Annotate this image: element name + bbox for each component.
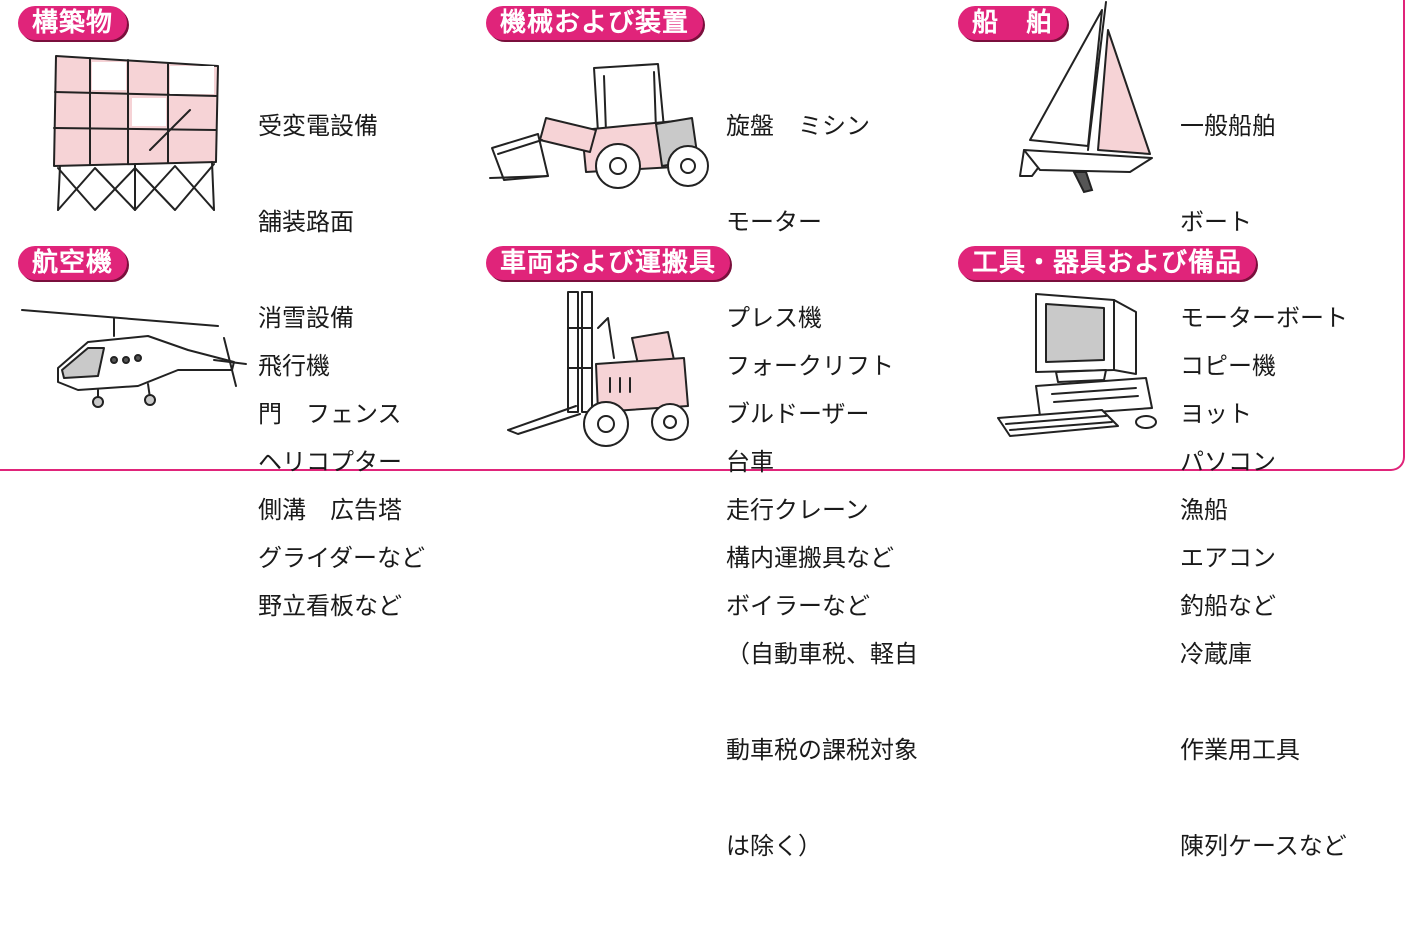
item-list: コピー機 パソコン エアコン 冷蔵庫 作業用工具 陳列ケースなど: [1180, 286, 1347, 926]
category-vehicles: 車両および運搬具 フォークリフト 台車 構内運搬具など （自動車税、軽自 動車税…: [470, 240, 940, 860]
category-title: 工具・器具および備品: [958, 246, 1257, 280]
category-structures: 構築物 受変電設備 舗装路面 消雪設備 門 フェンス 側溝 広告塔 野立看板など: [0, 0, 470, 620]
item-list: フォークリフト 台車 構内運搬具など （自動車税、軽自 動車税の課税対象 は除く…: [726, 286, 918, 926]
list-item: 台車: [726, 448, 774, 476]
list-item: パソコン: [1180, 448, 1276, 476]
list-item: 作業用工具: [1180, 736, 1300, 764]
list-item: 消雪設備: [258, 304, 354, 332]
list-item: 旋盤 ミシン: [726, 112, 870, 140]
list-item: 構内運搬具など: [726, 544, 894, 572]
list-item: プレス機: [726, 304, 822, 332]
list-item: は除く）: [726, 832, 822, 860]
list-item: 飛行機: [258, 352, 330, 380]
item-list: 飛行機 ヘリコプター グライダーなど: [258, 286, 425, 638]
helicopter-illustration: [21, 309, 247, 408]
list-item: ブルドーザー: [726, 400, 870, 428]
list-item: フォークリフト: [726, 352, 894, 380]
list-item: ヨット: [1180, 400, 1252, 428]
page-frame: [0, 0, 1405, 471]
category-ships: 船 舶 一般船舶 ボート モーターボート ヨット 漁船 釣船など: [940, 0, 1405, 620]
forklift-illustration: [507, 291, 689, 447]
wheel-loader-illustration: [489, 63, 709, 189]
billboard-illustration: [53, 55, 219, 211]
category-title: 構築物: [18, 6, 128, 40]
category-title: 航空機: [18, 246, 128, 280]
list-item: 舗装路面: [258, 208, 354, 236]
list-item: ボート: [1180, 208, 1252, 236]
list-item: グライダーなど: [258, 544, 426, 572]
list-item: 動車税の課税対象: [726, 736, 918, 764]
list-item: （自動車税、軽自: [726, 640, 918, 668]
sailboat-illustration: [1019, 1, 1153, 194]
list-item: モーター: [726, 208, 822, 236]
list-item: 受変電設備: [258, 112, 378, 140]
category-machinery: 機械および装置 旋盤 ミシン モーター プレス機 ブルドーザー 走行クレーン ボ…: [470, 0, 940, 620]
category-title: 車両および運搬具: [486, 246, 731, 280]
list-item: 陳列ケースなど: [1180, 832, 1347, 860]
desktop-computer-illustration: [997, 293, 1157, 437]
list-item: 一般船舶: [1180, 112, 1276, 140]
list-item: エアコン: [1180, 544, 1276, 572]
list-item: ヘリコプター: [258, 448, 402, 476]
list-item: モーターボート: [1180, 304, 1348, 332]
category-title: 機械および装置: [486, 6, 704, 40]
list-item: 門 フェンス: [258, 400, 402, 428]
category-aircraft: 航空機 飛行機 ヘリコプター グライダーなど: [0, 240, 470, 572]
category-title: 船 舶: [958, 6, 1068, 40]
category-tools-equipment: 工具・器具および備品 コピー機 パソコン エアコン 冷蔵庫 作業用工具 陳列ケー…: [940, 240, 1405, 860]
list-item: コピー機: [1180, 352, 1276, 380]
list-item: 冷蔵庫: [1180, 640, 1252, 668]
